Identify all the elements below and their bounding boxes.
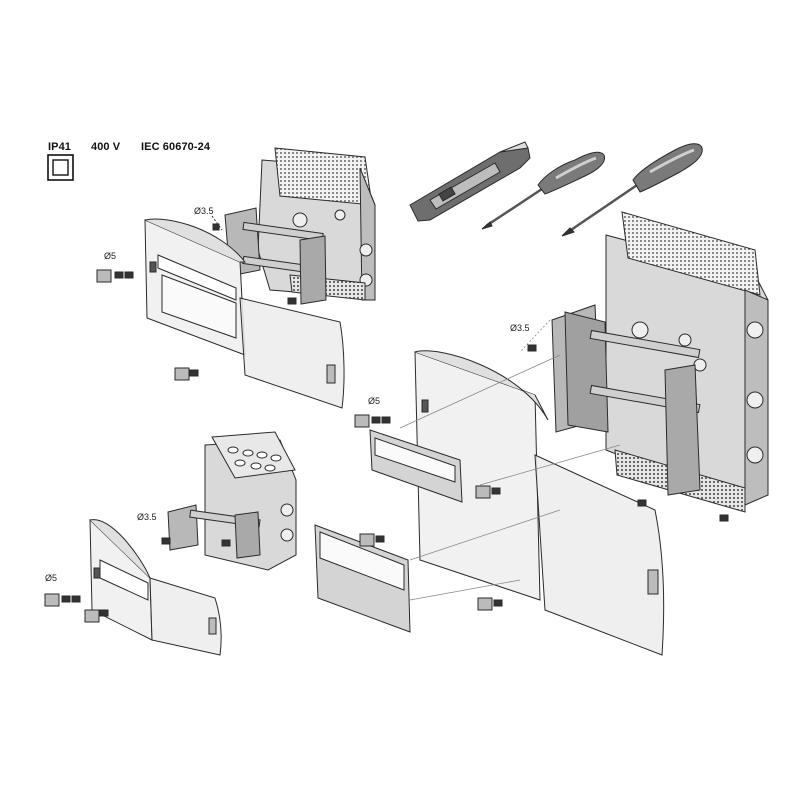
- callout-d5-bottom: Ø5: [45, 573, 58, 583]
- front-frame-large: [314, 350, 549, 633]
- din-frame-large: [551, 304, 701, 496]
- callout-d5-top: Ø5: [104, 251, 117, 261]
- callout-d35-bottom: Ø3.5: [137, 512, 157, 522]
- din-frame-bottom: [167, 504, 261, 559]
- door-top: [239, 297, 345, 409]
- callout-d35-top: Ø3.5: [194, 206, 214, 216]
- front-frame-top: [144, 218, 247, 356]
- flat-screwdriver-icon: [561, 143, 703, 237]
- back-box-bottom: [204, 431, 297, 571]
- ip-rating-label: IP41: [48, 141, 72, 153]
- phillips-screwdriver-icon: [481, 151, 606, 230]
- double-square-icon: [47, 154, 74, 181]
- screws-top: [96, 215, 297, 381]
- guide-lines-large: [399, 319, 621, 601]
- door-bottom: [149, 577, 222, 656]
- large-enclosure-right: [314, 211, 769, 656]
- screws-bottom: [44, 537, 231, 623]
- voltage-label: 400 V: [91, 141, 121, 153]
- callout-d5-right: Ø5: [368, 396, 381, 406]
- door-large: [534, 454, 665, 656]
- small-enclosure-bottom: [44, 431, 297, 656]
- standard-label: IEC 60670-24: [141, 141, 211, 153]
- callout-d35-right: Ø3.5: [510, 323, 530, 333]
- utility-knife-icon: [409, 141, 531, 222]
- small-enclosure-top: [96, 147, 376, 409]
- screws-large: [354, 344, 729, 611]
